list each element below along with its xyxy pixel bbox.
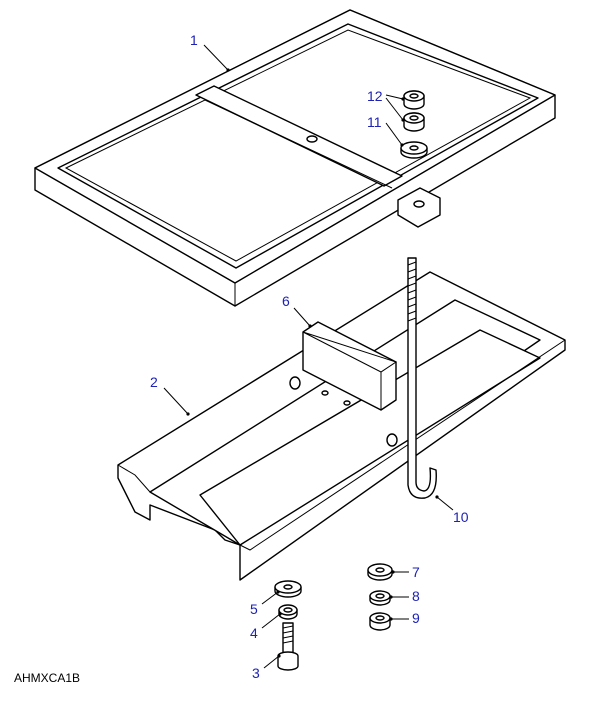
- spring-washer-4: [278, 604, 298, 620]
- battery-frame: [34, 9, 556, 307]
- washer-11: [400, 141, 428, 159]
- callout-11: 11: [367, 114, 382, 130]
- callout-4: 4: [250, 625, 258, 641]
- callout-2: 2: [150, 374, 158, 390]
- j-bolt: [407, 257, 437, 499]
- callout-6: 6: [282, 293, 290, 309]
- bolt-3: [277, 622, 299, 671]
- nut-9: [369, 612, 391, 631]
- washer-7: [367, 563, 393, 581]
- nut-12-upper: [403, 90, 425, 110]
- callout-5: 5: [250, 601, 258, 617]
- callout-7: 7: [412, 564, 420, 580]
- diagram-reference-code: AHMXCA1B: [14, 671, 81, 685]
- battery-tray: [117, 271, 566, 581]
- callout-8: 8: [412, 588, 420, 604]
- clamp-block: [302, 321, 398, 411]
- callout-10: 10: [453, 509, 469, 525]
- washer-5: [274, 580, 302, 598]
- leader-lines: [163, 44, 454, 669]
- spring-washer-8: [369, 590, 391, 606]
- callout-9: 9: [412, 610, 420, 626]
- callout-12: 12: [367, 88, 383, 104]
- callout-1: 1: [190, 32, 198, 48]
- callout-3: 3: [252, 665, 260, 681]
- nut-12-lower: [403, 112, 425, 132]
